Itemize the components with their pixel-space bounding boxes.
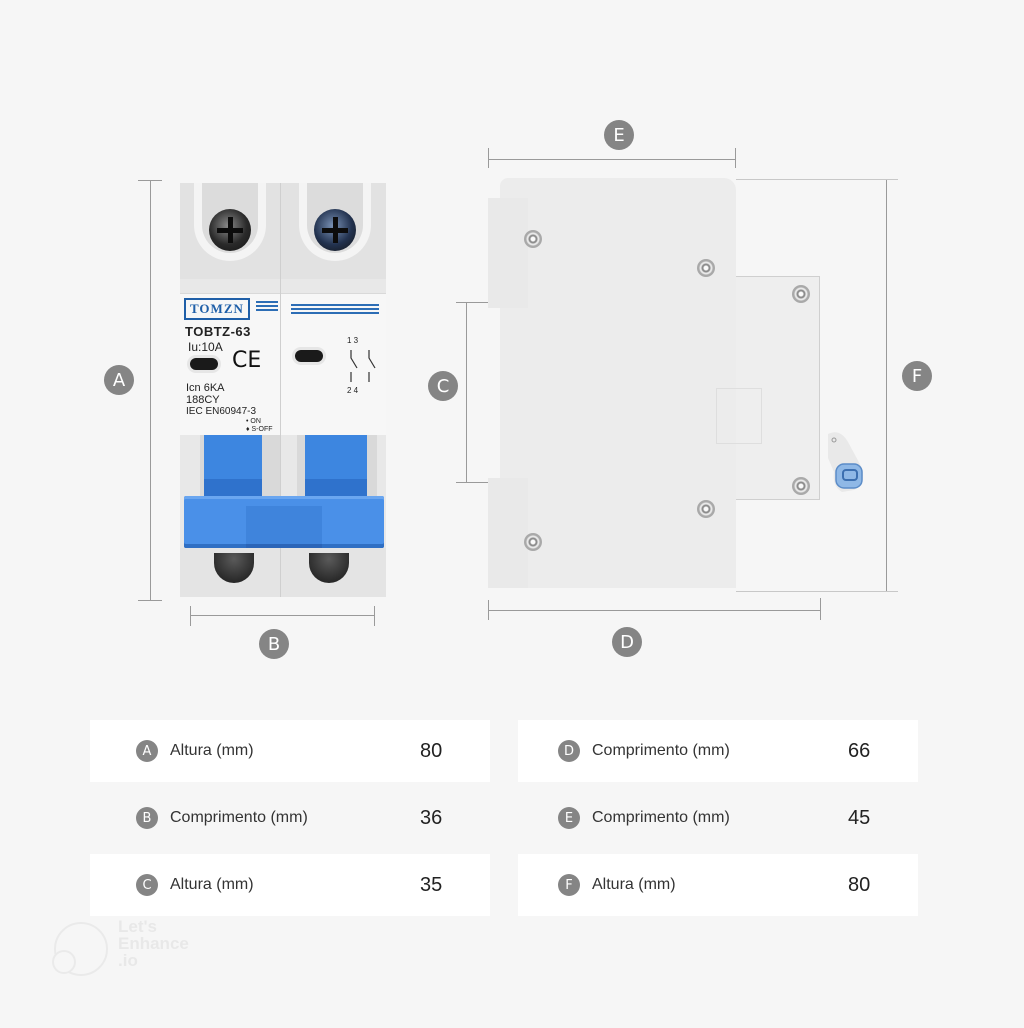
dimension-d-badge: D: [612, 627, 642, 657]
toggle-lever-icon: [828, 432, 863, 492]
spec-value: 80: [848, 873, 871, 896]
terminal-screw-icon: [314, 209, 356, 251]
brand-logo: TOMZN: [184, 298, 250, 320]
top-terminal-right: [281, 183, 386, 279]
current-rating: Iu:10A: [188, 340, 223, 354]
circuit-symbol-icon: [350, 350, 376, 382]
dimension-e-tick-left: [488, 148, 489, 168]
dimension-b-tick-right: [374, 606, 375, 626]
terminal-mark-top: 1 3: [347, 336, 359, 345]
watermark-text: Let's Enhance .io: [118, 917, 189, 970]
spec-row: C Altura (mm) 35: [90, 854, 490, 916]
badge-b-icon: B: [136, 807, 158, 829]
badge-d-icon: D: [558, 740, 580, 762]
watermark-logo-icon: [54, 922, 108, 976]
watermark: Let's Enhance .io: [52, 918, 212, 978]
spec-row: B Comprimento (mm) 36: [90, 787, 490, 849]
spec-label: Comprimento (mm): [592, 742, 730, 759]
spec-value: 45: [848, 806, 871, 829]
spec-tail-off: ♦ S-OFF: [246, 426, 273, 433]
model-number: TOBTZ-63: [185, 324, 251, 339]
label-panel-right: 1 3 2 4: [281, 293, 386, 435]
spec-label: Comprimento (mm): [170, 809, 308, 826]
badge-f-icon: F: [558, 874, 580, 896]
status-window-right: [295, 350, 323, 362]
toggle-bar: [184, 496, 384, 548]
dimension-c-line: [466, 302, 467, 482]
spec-line-2: 188CY: [186, 394, 220, 406]
spec-label: Altura (mm): [170, 742, 254, 759]
spec-row: A Altura (mm) 80: [90, 720, 490, 782]
dimension-a-line: [150, 180, 151, 600]
dimension-c-tick-bottom: [456, 482, 496, 483]
badge-c-icon: C: [136, 874, 158, 896]
top-terminal-left: [180, 183, 280, 279]
spec-value: 35: [420, 873, 443, 896]
dimension-a-tick-top: [138, 180, 162, 181]
spec-label: Altura (mm): [592, 876, 676, 893]
ce-mark: CE: [232, 348, 262, 373]
dimension-a-tick-bottom: [138, 600, 162, 601]
dimension-f-line: [886, 179, 887, 591]
dimension-e-tick-right: [735, 148, 736, 168]
spec-value: 66: [848, 739, 871, 762]
spec-value: 80: [420, 739, 443, 762]
dimension-e-line: [488, 159, 736, 160]
dimension-b-tick-left: [190, 606, 191, 626]
rivet-icon: [697, 259, 715, 277]
toggle-handle-left: [204, 435, 262, 497]
spec-value: 36: [420, 806, 443, 829]
dimension-b-badge: B: [259, 629, 289, 659]
terminal-screw-icon: [209, 209, 251, 251]
dimension-b-line: [190, 615, 374, 616]
badge-e-icon: E: [558, 807, 580, 829]
spec-row: E Comprimento (mm) 45: [518, 787, 918, 849]
stripes-icon: [291, 304, 379, 314]
spec-line-1: Icn 6KA: [186, 382, 225, 394]
rivet-icon: [792, 477, 810, 495]
spec-line-3: IEC EN60947-3: [186, 406, 257, 417]
spec-row: D Comprimento (mm) 66: [518, 720, 918, 782]
dimension-d-line: [488, 610, 820, 611]
rivet-icon: [792, 285, 810, 303]
breaker-front: TOMZN TOBTZ-63 Iu:10A CE Icn 6KA 188CY I…: [180, 183, 386, 597]
badge-a-icon: A: [136, 740, 158, 762]
spec-label: Comprimento (mm): [592, 809, 730, 826]
rivet-icon: [697, 500, 715, 518]
rivet-icon: [524, 230, 542, 248]
status-window-left: [190, 358, 218, 370]
spec-row: F Altura (mm) 80: [518, 854, 918, 916]
rivet-icon: [524, 533, 542, 551]
label-panel-left: TOMZN TOBTZ-63 Iu:10A CE Icn 6KA 188CY I…: [180, 293, 280, 435]
dimension-f-badge: F: [902, 361, 932, 391]
dimension-d-tick-right: [820, 598, 821, 620]
toggle-handle-right: [305, 435, 367, 497]
spec-label: Altura (mm): [170, 876, 254, 893]
dimension-d-tick-left: [488, 600, 489, 620]
dimension-c-tick-top: [456, 302, 496, 303]
dimension-e-badge: E: [604, 120, 634, 150]
dimension-a-badge: A: [104, 365, 134, 395]
dimension-c-badge: C: [428, 371, 458, 401]
spec-tail-on: • ON: [246, 418, 261, 425]
stripes-icon: [256, 301, 278, 311]
terminal-mark-bottom: 2 4: [347, 386, 359, 395]
